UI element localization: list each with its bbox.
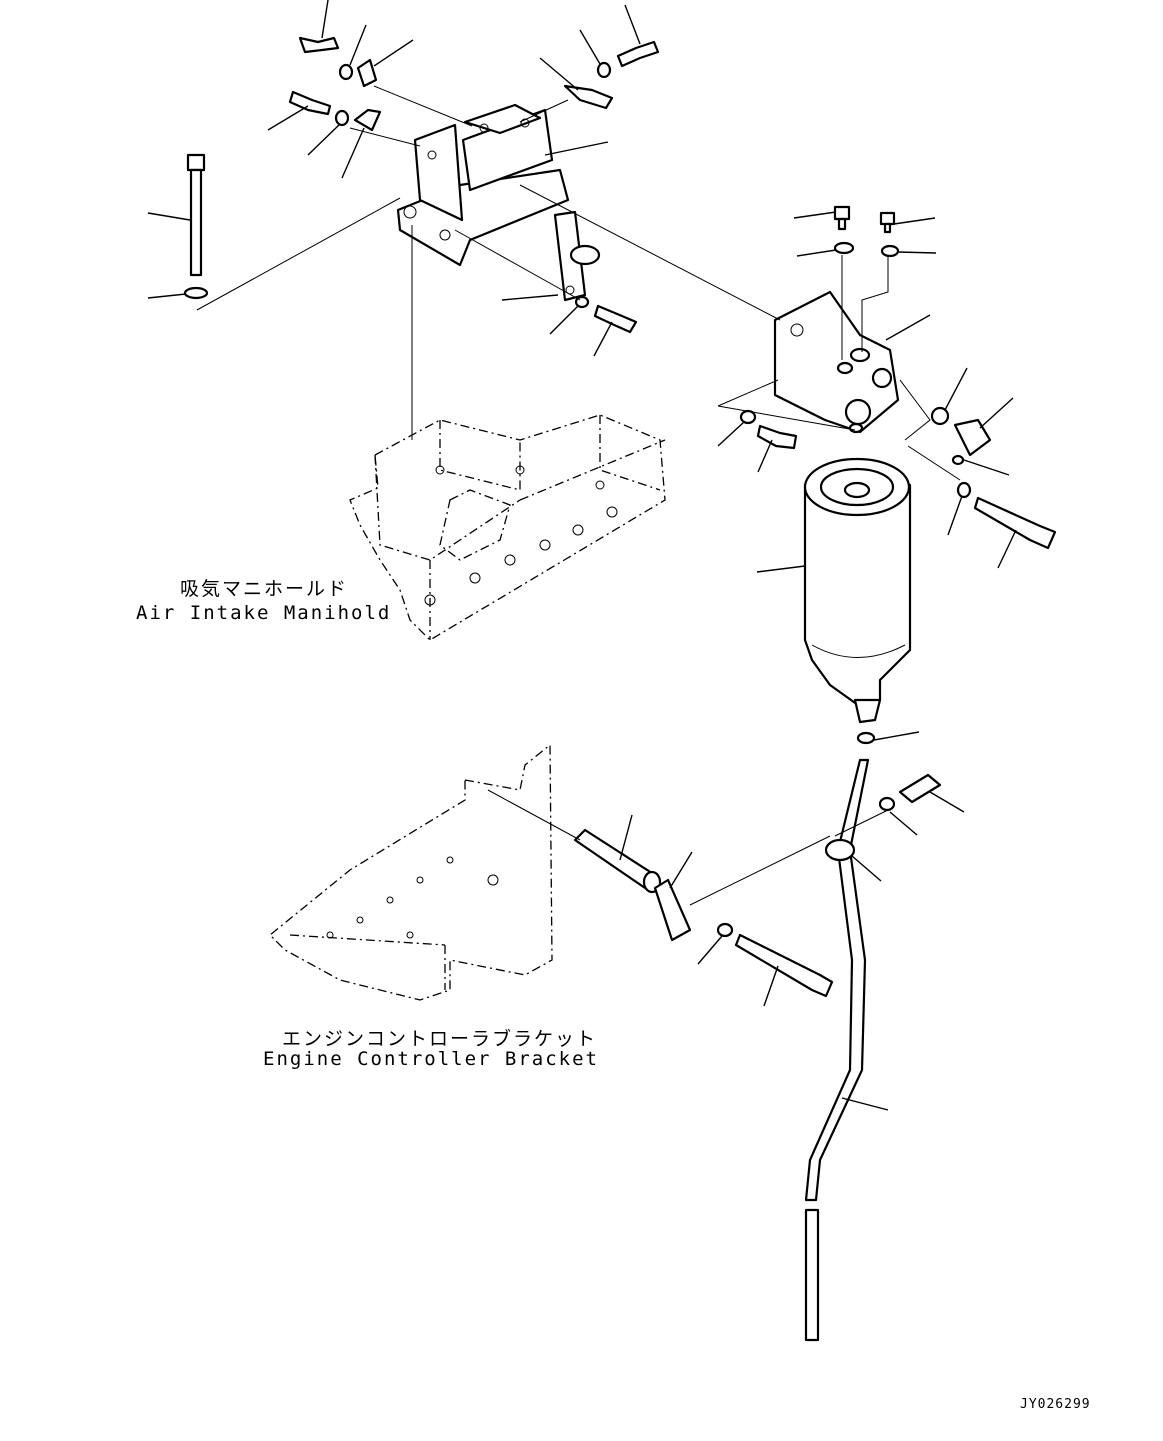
leader-lines bbox=[147, 0, 1017, 1111]
engine-controller-bracket-outline bbox=[269, 743, 553, 1001]
drain-hose bbox=[804, 758, 870, 1342]
upper-mount-bracket bbox=[396, 103, 570, 267]
stay-plate bbox=[553, 210, 601, 302]
fuel-filter-cartridge bbox=[803, 457, 912, 745]
bracket-label-en: Engine Controller Bracket bbox=[263, 1048, 599, 1070]
filter-head-bolts bbox=[739, 205, 1057, 550]
long-bolt-left bbox=[183, 153, 209, 300]
air-intake-manifold-outline bbox=[349, 414, 666, 641]
assembly-guide-lines bbox=[196, 85, 961, 906]
manifold-label-en: Air Intake Manihold bbox=[136, 602, 392, 624]
fuel-filter-head bbox=[773, 290, 900, 434]
stay-bolt bbox=[574, 295, 638, 334]
lower-mount-parts bbox=[573, 773, 942, 998]
manifold-label-jp: 吸気マニホールド bbox=[180, 578, 349, 600]
top-bolts bbox=[288, 36, 660, 132]
drawing-code: JY026299 bbox=[1020, 1397, 1091, 1412]
bracket-label-jp: エンジンコントローラブラケット bbox=[282, 1028, 598, 1050]
